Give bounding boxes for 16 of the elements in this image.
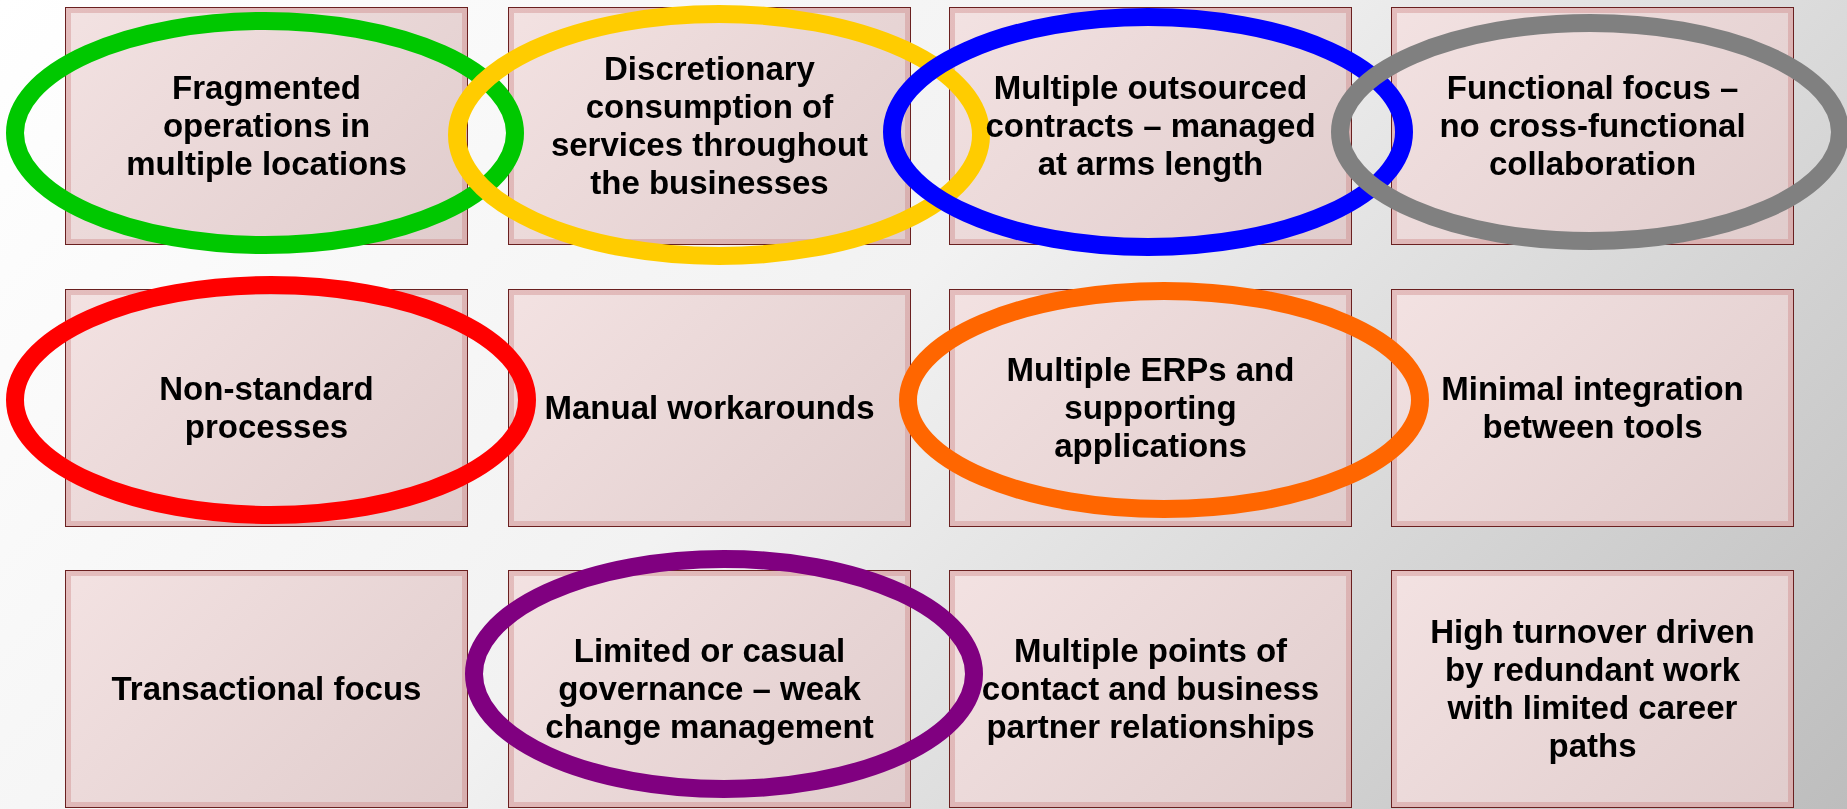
- issue-box: [1391, 570, 1794, 808]
- box-text: Limited or casual governance – weak change management: [544, 632, 875, 746]
- box-text: Manual workarounds: [543, 389, 876, 427]
- box-text: Multiple ERPs and supporting applications: [1005, 351, 1296, 465]
- box-text: Functional focus – no cross-functional collaboration: [1438, 69, 1747, 183]
- box-text: Transactional focus: [110, 670, 423, 708]
- box-text: High turnover driven by redundant work with limited career paths: [1429, 613, 1756, 765]
- box-text: Multiple points of contact and business partner relationships: [980, 632, 1321, 746]
- box-text: Non-standard processes: [158, 370, 375, 446]
- box-text: Minimal integration between tools: [1440, 370, 1745, 446]
- issue-box: [949, 570, 1352, 808]
- issue-box: [1391, 289, 1794, 527]
- box-text: Fragmented operations in multiple locations: [125, 69, 408, 183]
- issue-box: [65, 570, 468, 808]
- issue-box: [508, 289, 911, 527]
- box-text: Discretionary consumption of services throughout the businesses: [549, 50, 870, 202]
